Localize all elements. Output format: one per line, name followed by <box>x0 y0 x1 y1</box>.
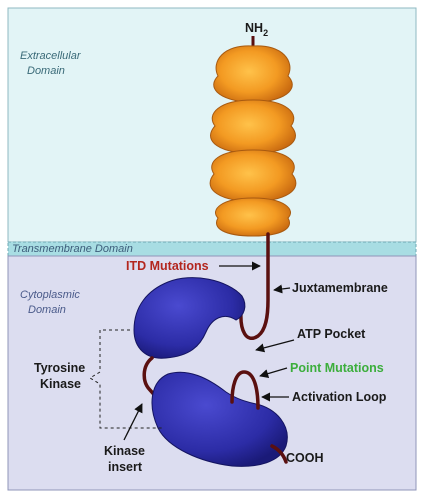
itd-mutations-label: ITD Mutations <box>126 259 209 273</box>
tyrosine-kinase-bracket <box>89 329 162 429</box>
tyrosine-kinase-label-line2: Kinase <box>40 377 81 391</box>
point-mutations-label: Point Mutations <box>290 361 384 375</box>
ig-domain-1 <box>213 45 293 104</box>
kinase-insert-label-line2: insert <box>108 460 143 474</box>
cytoplasmic-label-line1: Cytoplasmic <box>20 289 80 301</box>
atp-pocket-arrow <box>255 339 295 353</box>
n-terminus-label: NH2 <box>245 21 268 38</box>
juxtamembrane-arrow <box>273 284 291 294</box>
ig-domain-2 <box>210 99 296 155</box>
cytoplasmic-label-line2: Domain <box>28 304 66 316</box>
kinase-insert-label-line1: Kinase <box>104 444 145 458</box>
kinase-n-lobe <box>133 277 246 359</box>
kinase-c-lobe <box>151 371 288 467</box>
ig-domain-stack <box>209 45 297 237</box>
extracellular-label-line1: Extracellular <box>20 50 82 62</box>
extracellular-region <box>7 7 417 243</box>
tyrosine-kinase-label-line1: Tyrosine <box>34 361 85 375</box>
ig-domain-3 <box>209 149 297 203</box>
point-mutations-arrow <box>259 367 288 379</box>
juxtamembrane-label: Juxtamembrane <box>292 281 388 295</box>
extracellular-label-line2: Domain <box>27 65 65 77</box>
kinase-insert-arrow <box>123 403 143 441</box>
c-terminus-label: COOH <box>286 451 324 465</box>
activation-loop <box>230 370 260 410</box>
transmembrane-label: Transmembrane Domain <box>12 243 133 255</box>
atp-pocket-label: ATP Pocket <box>297 327 366 341</box>
c-terminus-tail <box>270 444 288 464</box>
ig-domain-4 <box>215 197 291 237</box>
activation-loop-label: Activation Loop <box>292 390 387 404</box>
